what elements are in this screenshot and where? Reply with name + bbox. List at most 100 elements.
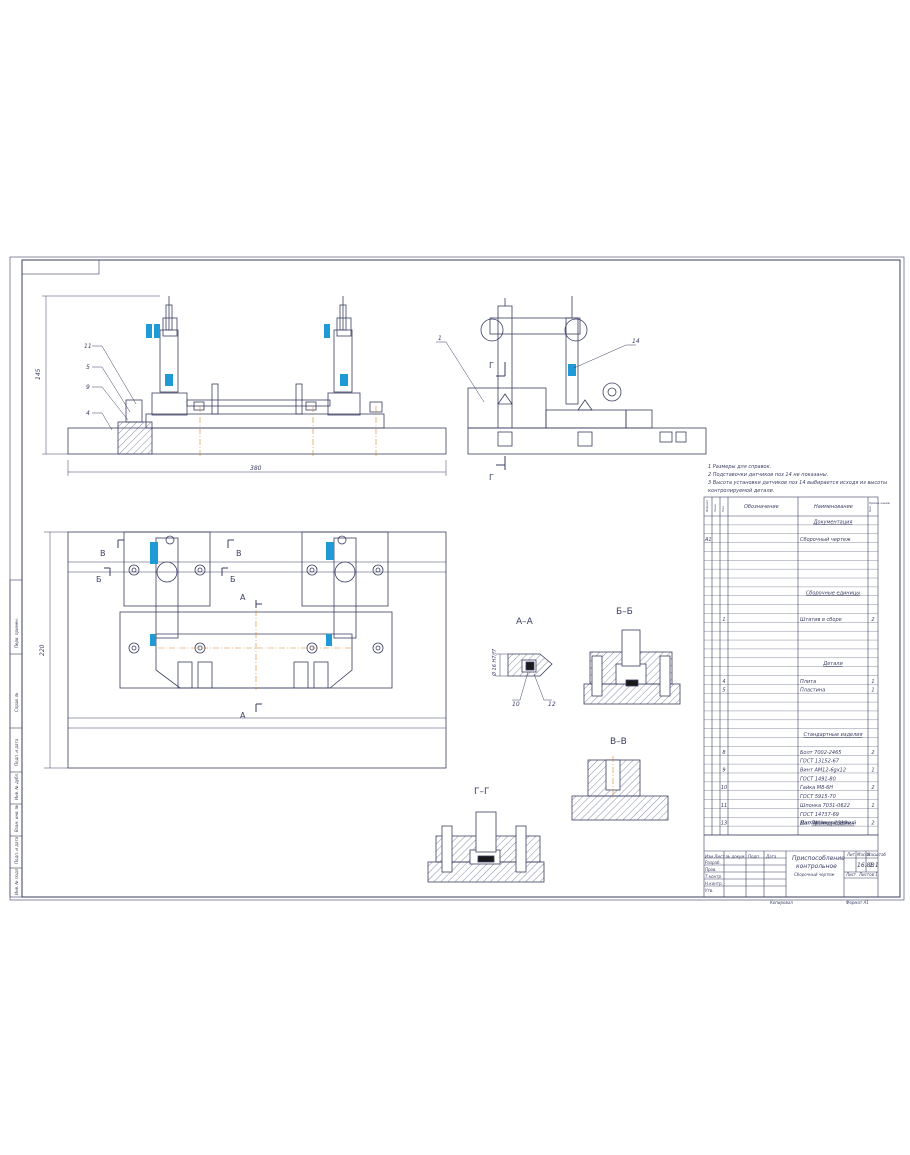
plan-mark-v-left: В bbox=[100, 549, 106, 558]
tb-lit: Лит. bbox=[846, 852, 856, 857]
section-line-g bbox=[496, 362, 506, 470]
spec-header-note: Приме-чание bbox=[869, 501, 890, 505]
plan-mark-v-right: В bbox=[236, 549, 242, 558]
base-plate-plan bbox=[67, 531, 447, 769]
spec-row-qty: 1 bbox=[871, 688, 874, 694]
spec-row-name: ГОСТ 1491-80 bbox=[800, 776, 836, 782]
section-gg bbox=[427, 811, 545, 883]
callout-9: 9 bbox=[86, 384, 90, 391]
spec-row-qty: 2 bbox=[871, 750, 874, 756]
tb-mass-value: 16.88 bbox=[857, 862, 874, 869]
callout-5: 5 bbox=[86, 364, 90, 371]
callout-4: 4 bbox=[86, 410, 90, 417]
spec-row-name: Винт АМ12-6gх12 bbox=[800, 767, 846, 773]
plan-mark-a-top: А bbox=[240, 593, 246, 602]
front-sensors bbox=[146, 324, 348, 386]
spec-row-format: А1 bbox=[704, 537, 712, 543]
spec-row-name: Штатив в сборе bbox=[800, 617, 842, 623]
tb-prov: Пров. bbox=[705, 867, 717, 872]
dim-length-380: 380 bbox=[250, 465, 262, 472]
tb-col-sign: Подп. bbox=[748, 854, 760, 859]
tb-title-line2: контрольное bbox=[796, 863, 837, 870]
spec-row-name: ГОСТ 13152-67 bbox=[800, 759, 840, 765]
section-vv bbox=[571, 756, 669, 821]
note-4: контролируемой детали. bbox=[708, 488, 774, 494]
tb-title-line1: Приспособление bbox=[792, 855, 845, 862]
spec-row-pos: 9 bbox=[722, 767, 725, 773]
spec-row-pos: 4 bbox=[722, 679, 725, 685]
tb-tkontr: Т.контр. bbox=[705, 874, 722, 879]
front-dimensions bbox=[42, 295, 447, 476]
fit-dimension: Ø 16 H7/f7 bbox=[491, 648, 498, 677]
spec-row-pos: 11 bbox=[721, 803, 727, 809]
section-title-aa: А–А bbox=[516, 617, 534, 627]
tb-scale-value: 1:1 bbox=[869, 862, 879, 869]
spec-row-name: ГОСТ 14737-69 bbox=[800, 812, 839, 818]
plan-dimension bbox=[44, 531, 68, 769]
section-mark-g-bottom: Г bbox=[489, 473, 494, 482]
section-title-bb: Б–Б bbox=[616, 607, 633, 617]
strip-label-2: Справ. № bbox=[14, 693, 19, 712]
side-sensor bbox=[568, 364, 576, 376]
spec-row-qty: 2 bbox=[871, 785, 874, 791]
side-view bbox=[467, 296, 707, 455]
section-bb bbox=[583, 629, 681, 705]
spec-row-pos: 1 bbox=[722, 617, 725, 623]
spec-row-name: Мarr Millimar 1318 bbox=[800, 821, 847, 827]
spec-header-qty: Кол. bbox=[868, 505, 872, 512]
tb-nkontr: Н.контр. bbox=[705, 881, 723, 886]
tb-sheets: Листов 1 bbox=[858, 872, 878, 877]
spec-row-name: Шпонка 7031-0622 bbox=[800, 803, 850, 809]
side-stamp-strip bbox=[9, 579, 23, 898]
plan-section-marks bbox=[104, 539, 262, 712]
spec-header-designation: Обозначение bbox=[744, 504, 779, 510]
strip-label-1: Перв. примен. bbox=[14, 618, 19, 648]
front-callouts bbox=[92, 345, 137, 431]
spec-row-qty: 2 bbox=[871, 821, 874, 827]
spec-row-lines bbox=[704, 524, 878, 827]
note-3: 3 Высота установки датчиков поз 14 выбир… bbox=[708, 480, 887, 486]
spec-table bbox=[703, 496, 879, 836]
spec-row-name: Плита bbox=[800, 679, 816, 685]
spec-header-name: Наименование bbox=[814, 504, 853, 510]
plan-sensors bbox=[150, 542, 334, 646]
spec-row-name: ГОСТ 5915-70 bbox=[800, 794, 836, 800]
callout-1: 1 bbox=[438, 335, 442, 342]
spec-row-pos: 8 bbox=[722, 750, 725, 756]
note-1: 1 Размеры для справок. bbox=[708, 464, 771, 470]
spec-header-zone: Зона bbox=[713, 504, 717, 512]
spec-row-name: Пластина bbox=[800, 688, 825, 694]
spec-row-qty: 1 bbox=[871, 803, 874, 809]
spec-row-name: Гайка М8-6Н bbox=[800, 785, 833, 791]
spec-row-name: Датчик индуктивный bbox=[799, 821, 857, 827]
section-title-vv: В–В bbox=[610, 737, 627, 747]
tb-scale: Масштаб bbox=[867, 852, 887, 857]
plan-mark-a-bottom: А bbox=[240, 711, 246, 720]
callout-10: 10 bbox=[512, 701, 520, 708]
title-block bbox=[703, 834, 879, 898]
spec-section-heading: Прочие изделия bbox=[812, 821, 855, 827]
section-title-gg: Г–Г bbox=[474, 787, 489, 797]
strip-label-6: Подп. и дата bbox=[14, 836, 19, 864]
spec-section-heading: Стандартные изделия bbox=[803, 732, 862, 738]
callout-11-front: 11 bbox=[84, 343, 92, 350]
tb-col-doc: № докум. bbox=[725, 854, 746, 859]
section-aa bbox=[496, 653, 553, 701]
spec-header-pos: Поз. bbox=[721, 505, 725, 512]
plan-mark-b-left: Б bbox=[96, 575, 102, 584]
spec-row-pos: 10 bbox=[721, 785, 727, 791]
plan-view bbox=[67, 531, 447, 769]
spec-header-format: Формат bbox=[705, 500, 709, 512]
side-callouts bbox=[436, 341, 636, 403]
tb-sheet: Лист bbox=[845, 872, 857, 877]
tb-mass: Масса bbox=[857, 852, 870, 857]
front-view bbox=[67, 296, 447, 456]
dim-height-145: 145 bbox=[35, 368, 42, 380]
tb-col-izm: Изм Лист bbox=[705, 854, 725, 859]
spec-row-pos: 13 bbox=[721, 821, 727, 827]
spec-row-qty: 2 bbox=[871, 617, 874, 623]
strip-label-7: Инв. № подл. bbox=[14, 867, 19, 895]
strip-label-4: Инв. № дубл. bbox=[14, 773, 19, 800]
tb-copied: Копировал bbox=[770, 900, 793, 905]
